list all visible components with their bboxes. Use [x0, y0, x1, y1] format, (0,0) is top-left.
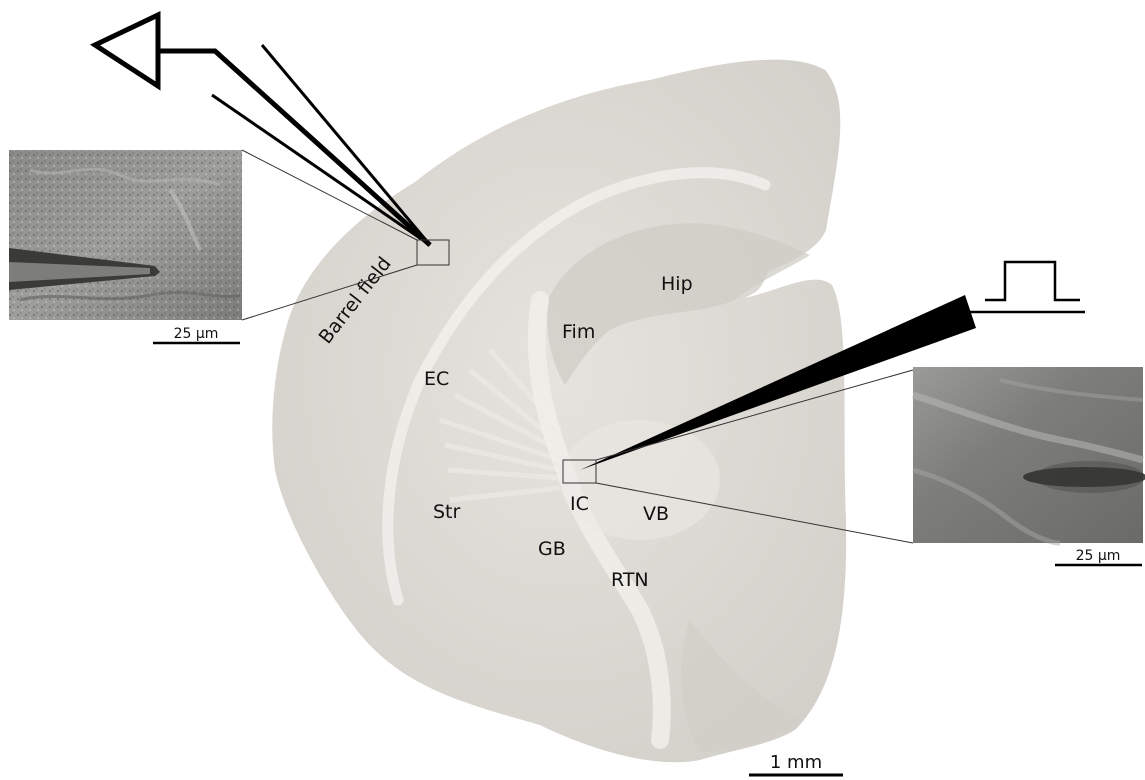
stimulus-pulse-icon: [985, 262, 1080, 300]
label-rtn: RTN: [611, 569, 649, 591]
label-hip: Hip: [661, 273, 693, 295]
right-micrograph: 25 µm: [913, 367, 1145, 565]
slice-scale-label: 1 mm: [770, 752, 822, 773]
zoom-line-top: [242, 150, 417, 240]
label-ec: EC: [424, 368, 449, 390]
label-str: Str: [433, 501, 461, 523]
amplifier-icon: [95, 15, 158, 86]
label-vb: VB: [643, 503, 669, 525]
left-scale-label: 25 µm: [174, 326, 219, 342]
slice-scale: 1 mm: [749, 752, 843, 775]
label-ic: IC: [570, 493, 589, 515]
tissue-outline: [272, 60, 846, 763]
brain-slice: [272, 60, 846, 763]
label-gb: GB: [538, 538, 566, 560]
right-scale-label: 25 µm: [1076, 548, 1121, 564]
right-micrograph-frame: [913, 367, 1143, 543]
left-micrograph: 25 µm: [9, 150, 242, 343]
label-fim: Fim: [562, 321, 595, 343]
thalamic-region: [560, 420, 720, 540]
